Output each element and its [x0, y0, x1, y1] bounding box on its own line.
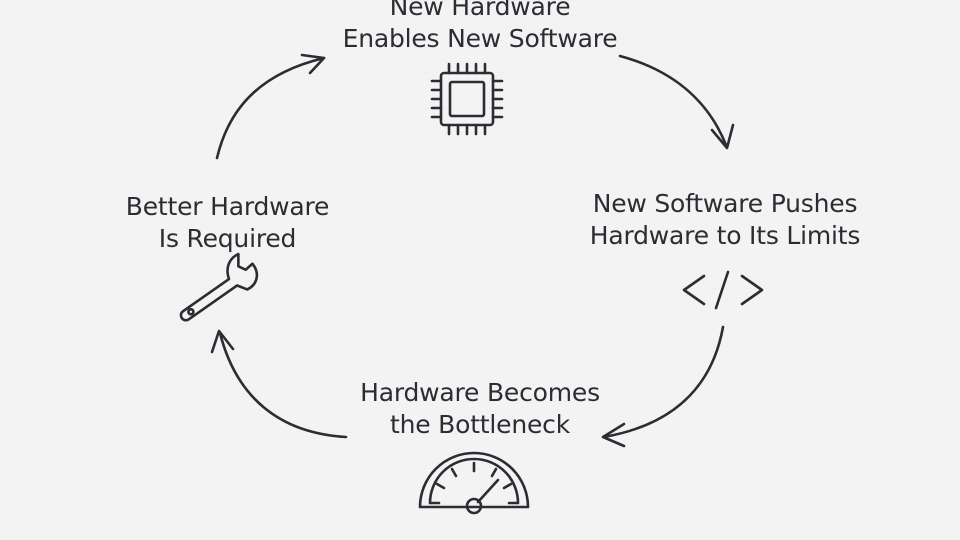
node-label-line: Is Required	[158, 224, 297, 253]
node-label-software-pushes: New Software Pushes Hardware to Its Limi…	[560, 188, 890, 252]
node-label-line: Enables New Software	[342, 24, 618, 53]
node-label-better-hardware: Better Hardware Is Required	[100, 191, 355, 255]
node-label-line: Hardware to Its Limits	[589, 221, 861, 250]
node-label-bottleneck: Hardware Becomes the Bottleneck	[320, 377, 640, 441]
node-label-line: New Software Pushes	[592, 189, 858, 218]
node-label-new-hardware: New Hardware Enables New Software	[290, 0, 670, 55]
node-label-line: Hardware Becomes	[360, 378, 600, 407]
code-brackets-icon	[682, 270, 764, 310]
node-label-line: Better Hardware	[125, 192, 330, 221]
arrow-left-to-top	[215, 53, 326, 160]
node-label-line: the Bottleneck	[389, 410, 570, 439]
cpu-chip-icon	[430, 62, 504, 136]
speedometer-gauge-icon	[418, 451, 530, 515]
node-label-line: New Hardware	[389, 0, 571, 21]
arrow-top-to-right	[618, 54, 735, 150]
wrench-icon	[179, 252, 259, 322]
